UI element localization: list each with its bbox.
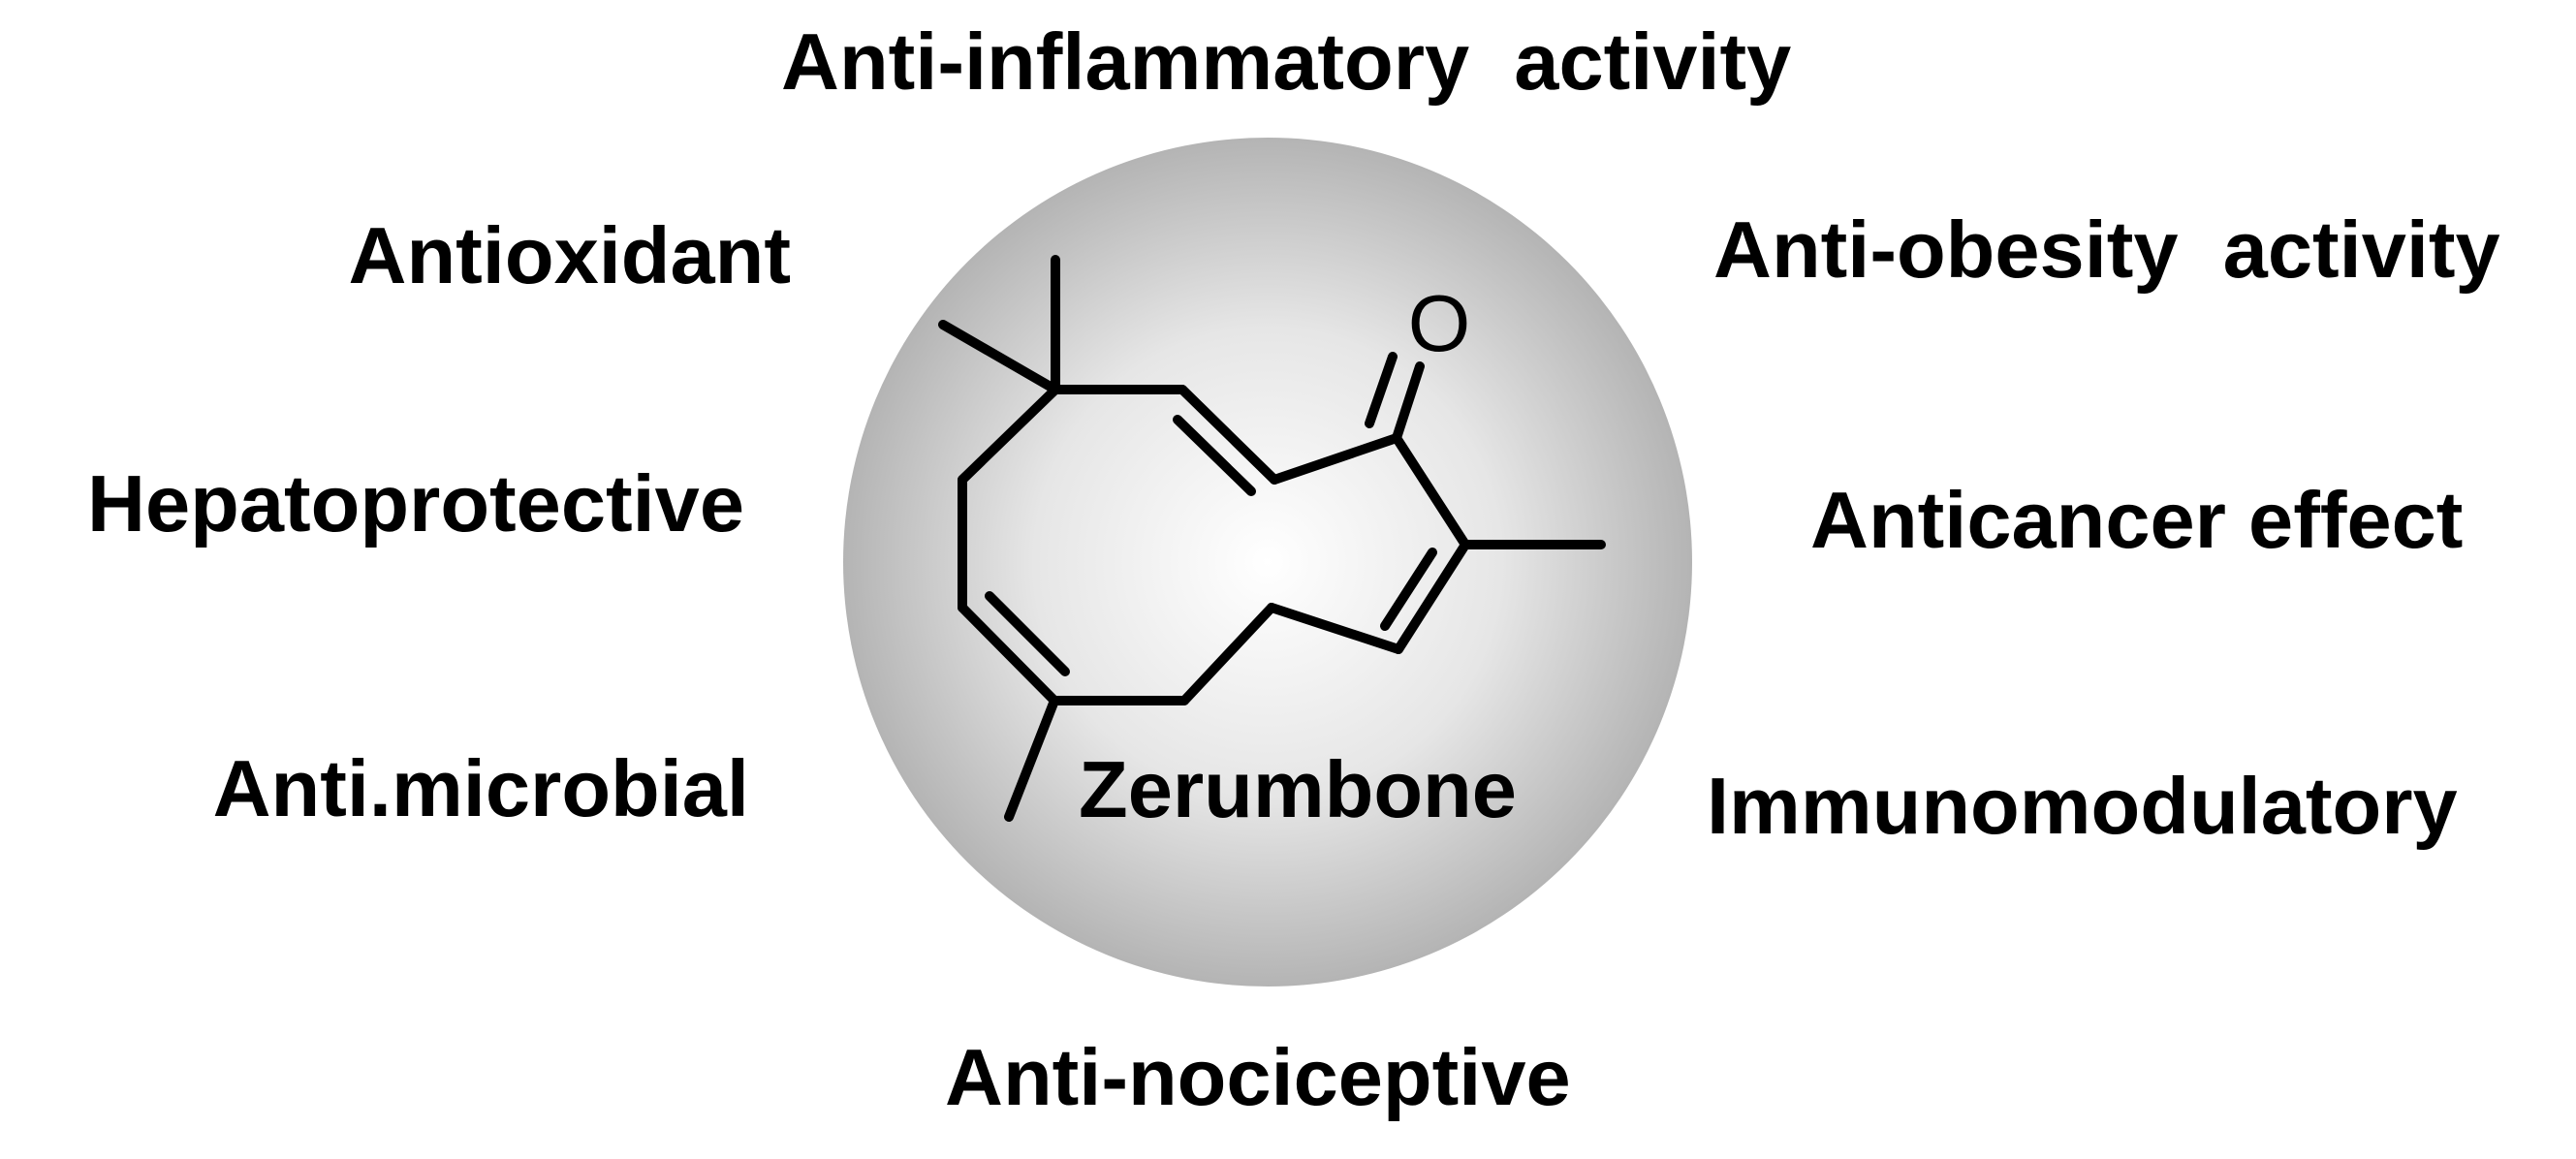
zerumbone-structure: O	[938, 255, 1606, 822]
double-bond-c5-c6	[1380, 548, 1437, 631]
bond-c4-c5	[1392, 433, 1470, 549]
bond-c2-c3	[1178, 385, 1279, 485]
bond-c9-c10	[958, 603, 1059, 705]
double-bond-c9-c10	[985, 591, 1070, 676]
carbonyl-bond-a	[1392, 361, 1425, 443]
bond-c6-c7	[1267, 603, 1403, 654]
double-bond-c2-c3	[1173, 415, 1256, 496]
activity-right-3: Immunomodulatory	[1707, 761, 2458, 851]
central-sphere	[843, 138, 1692, 987]
activity-right-1: Anti-obesity activity	[1713, 204, 2500, 295]
methyl-bottom	[1004, 696, 1059, 822]
activity-top: Anti-inflammatory activity	[781, 16, 1791, 107]
compound-name: Zerumbone	[1079, 744, 1517, 834]
gem-methyl-left	[938, 320, 1060, 394]
bond-c11-c1	[958, 385, 1060, 485]
activity-left-2: Hepatoprotective	[87, 458, 744, 548]
bond-c7-c8	[1179, 603, 1276, 705]
activity-right-2: Anticancer effect	[1810, 475, 2463, 565]
bond-c3-c4	[1270, 433, 1401, 485]
oxygen-atom-label: O	[1408, 278, 1471, 368]
activity-left-3: Anti.microbial	[213, 743, 749, 833]
carbonyl-bond-b	[1365, 352, 1398, 428]
activity-left-1: Antioxidant	[349, 210, 791, 300]
activity-bottom: Anti-nociceptive	[945, 1032, 1571, 1122]
bond-c5-c6	[1394, 540, 1470, 654]
